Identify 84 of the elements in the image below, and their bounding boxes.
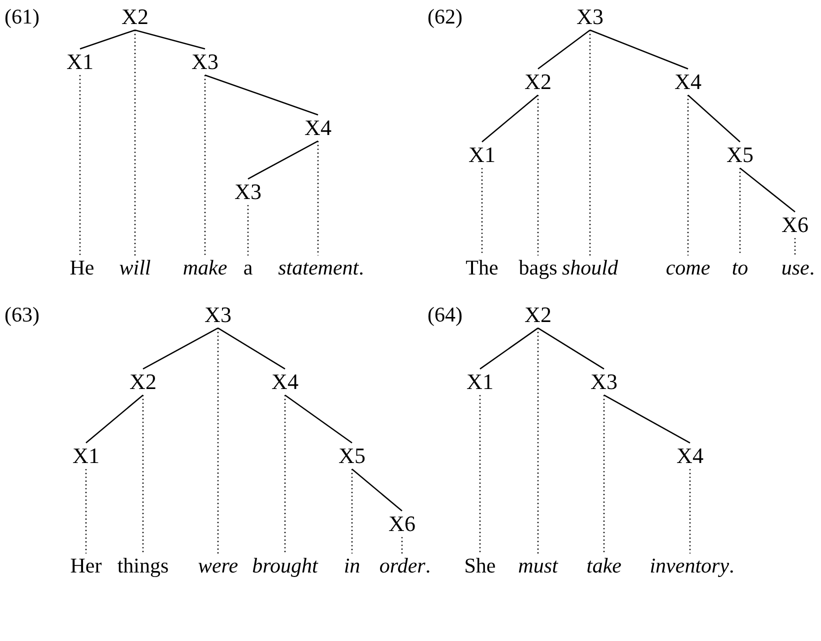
- sentence-word: a: [242, 256, 254, 280]
- branch-line: [284, 394, 352, 444]
- tree-node-label: X3: [576, 4, 604, 30]
- dotted-line: [79, 75, 81, 256]
- branch-line: [248, 140, 318, 180]
- branch-line: [482, 94, 538, 142]
- sentence-word: take: [586, 554, 622, 578]
- dotted-line: [351, 469, 353, 554]
- tree-node-label: X3: [204, 302, 232, 328]
- dotted-line: [85, 469, 87, 554]
- tree-node-label: X6: [388, 512, 416, 536]
- tree-node-label: X5: [338, 444, 366, 468]
- branch-line: [352, 468, 402, 512]
- tree-node-label: X1: [72, 444, 100, 468]
- dotted-line: [739, 168, 741, 256]
- branch-line: [538, 328, 604, 370]
- dotted-line: [204, 75, 206, 256]
- sentence-word: Her: [69, 554, 103, 578]
- sentence-word: He: [68, 256, 96, 280]
- dotted-line: [479, 395, 481, 554]
- tree-node-label: X2: [128, 370, 158, 394]
- tree-node-label: X6: [780, 212, 810, 238]
- sentence-word: will: [118, 256, 152, 280]
- tree-node-label: X3: [190, 50, 220, 74]
- sentence-word: The: [464, 256, 500, 280]
- branch-line: [538, 30, 590, 70]
- tree-node-label: X1: [466, 370, 494, 394]
- dotted-line: [689, 469, 691, 554]
- tree-node-label: X4: [676, 444, 704, 468]
- tree-node-label: X5: [726, 142, 754, 168]
- example-number: (61): [4, 5, 40, 29]
- tree-node-label: X2: [524, 302, 552, 328]
- tree-node-label: X3: [590, 370, 618, 394]
- tree-node-label: X4: [270, 370, 300, 394]
- tree-node-label: X4: [674, 70, 702, 94]
- branch-line: [590, 30, 688, 70]
- example-number: (62): [428, 5, 462, 29]
- tree-node-label: X2: [524, 70, 552, 94]
- sentence-word: come: [664, 256, 712, 280]
- sentence-word: were: [196, 554, 240, 578]
- dotted-line: [537, 95, 539, 256]
- branch-line: [480, 328, 538, 370]
- dotted-line: [481, 168, 483, 256]
- dotted-line: [134, 30, 136, 256]
- dotted-line: [794, 238, 796, 256]
- tree-node-label: X1: [468, 142, 496, 168]
- sentence-word: inventory.: [648, 554, 736, 578]
- branch-line: [204, 74, 318, 116]
- sentence-word: in: [342, 554, 362, 578]
- example-number: (63): [4, 303, 40, 327]
- branch-line: [86, 394, 144, 444]
- dotted-line: [217, 328, 219, 554]
- sentence-word: things: [116, 554, 170, 578]
- tree-node-label: X1: [66, 50, 94, 74]
- tree-node-label: X3: [234, 180, 262, 204]
- dotted-line: [142, 395, 144, 554]
- dotted-line: [537, 328, 539, 554]
- sentence-word: brought: [251, 554, 319, 578]
- dotted-line: [687, 95, 689, 256]
- branch-line: [688, 94, 740, 142]
- branch-line: [134, 29, 206, 50]
- sentence-word: should: [561, 256, 619, 280]
- tree-node-label: X2: [120, 4, 150, 30]
- sentence-word: She: [463, 554, 497, 578]
- dotted-line: [589, 30, 591, 256]
- sentence-word: must: [517, 554, 559, 578]
- sentence-word: to: [730, 256, 750, 280]
- dotted-line: [317, 141, 319, 256]
- sentence-word: use.: [780, 256, 816, 280]
- example-number: (64): [428, 303, 462, 327]
- dotted-line: [401, 537, 403, 554]
- tree-node-label: X4: [304, 116, 332, 140]
- dotted-line: [247, 205, 249, 256]
- sentence-word: make: [182, 256, 228, 280]
- sentence-word: statement.: [277, 256, 365, 280]
- branch-line: [740, 168, 796, 212]
- dotted-line: [284, 395, 286, 554]
- branch-line: [604, 394, 690, 444]
- sentence-word: bags: [518, 256, 558, 280]
- branch-line: [80, 29, 136, 50]
- branch-line: [218, 328, 286, 370]
- sentence-word: order.: [378, 554, 432, 578]
- dotted-line: [603, 395, 605, 554]
- branch-line: [142, 328, 218, 370]
